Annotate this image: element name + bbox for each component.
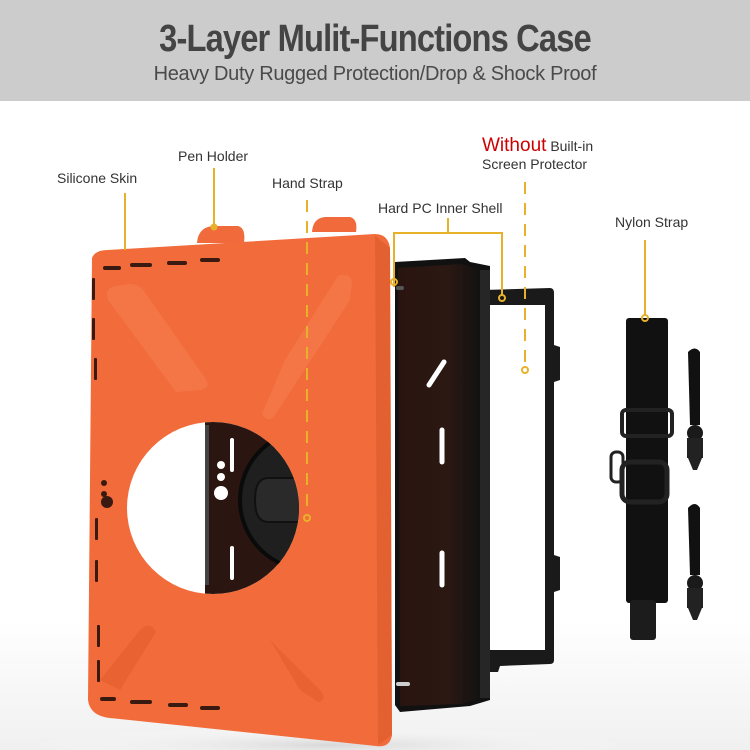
hard-pc-inner-shell (395, 258, 490, 712)
callout-hand-strap: Hand Strap (272, 175, 343, 191)
built-in-text: Built-in (550, 138, 594, 154)
callout-nylon-strap: Nylon Strap (615, 214, 689, 230)
header-banner: 3-Layer Mulit-Functions Case Heavy Duty … (0, 0, 750, 101)
screen-protector-frame (483, 288, 560, 672)
callout-hard-pc-inner-shell: Hard PC Inner Shell (378, 200, 503, 216)
without-highlight: Without (482, 135, 547, 156)
silicone-skin-case (88, 217, 392, 747)
nylon-strap (609, 318, 703, 640)
callout-screen-protector: Without Built-in Screen Protector (482, 135, 594, 173)
pen-holder-tab (197, 226, 245, 243)
page-subtitle: Heavy Duty Rugged Protection/Drop & Shoc… (153, 63, 597, 85)
hand-strap (253, 477, 299, 523)
callout-silicone-skin: Silicone Skin (57, 170, 138, 186)
screen-protector-text: Screen Protector (482, 156, 588, 172)
leader-lines (124, 168, 649, 522)
callout-pen-holder: Pen Holder (178, 148, 249, 164)
page-title: 3-Layer Mulit-Functions Case (159, 18, 592, 60)
